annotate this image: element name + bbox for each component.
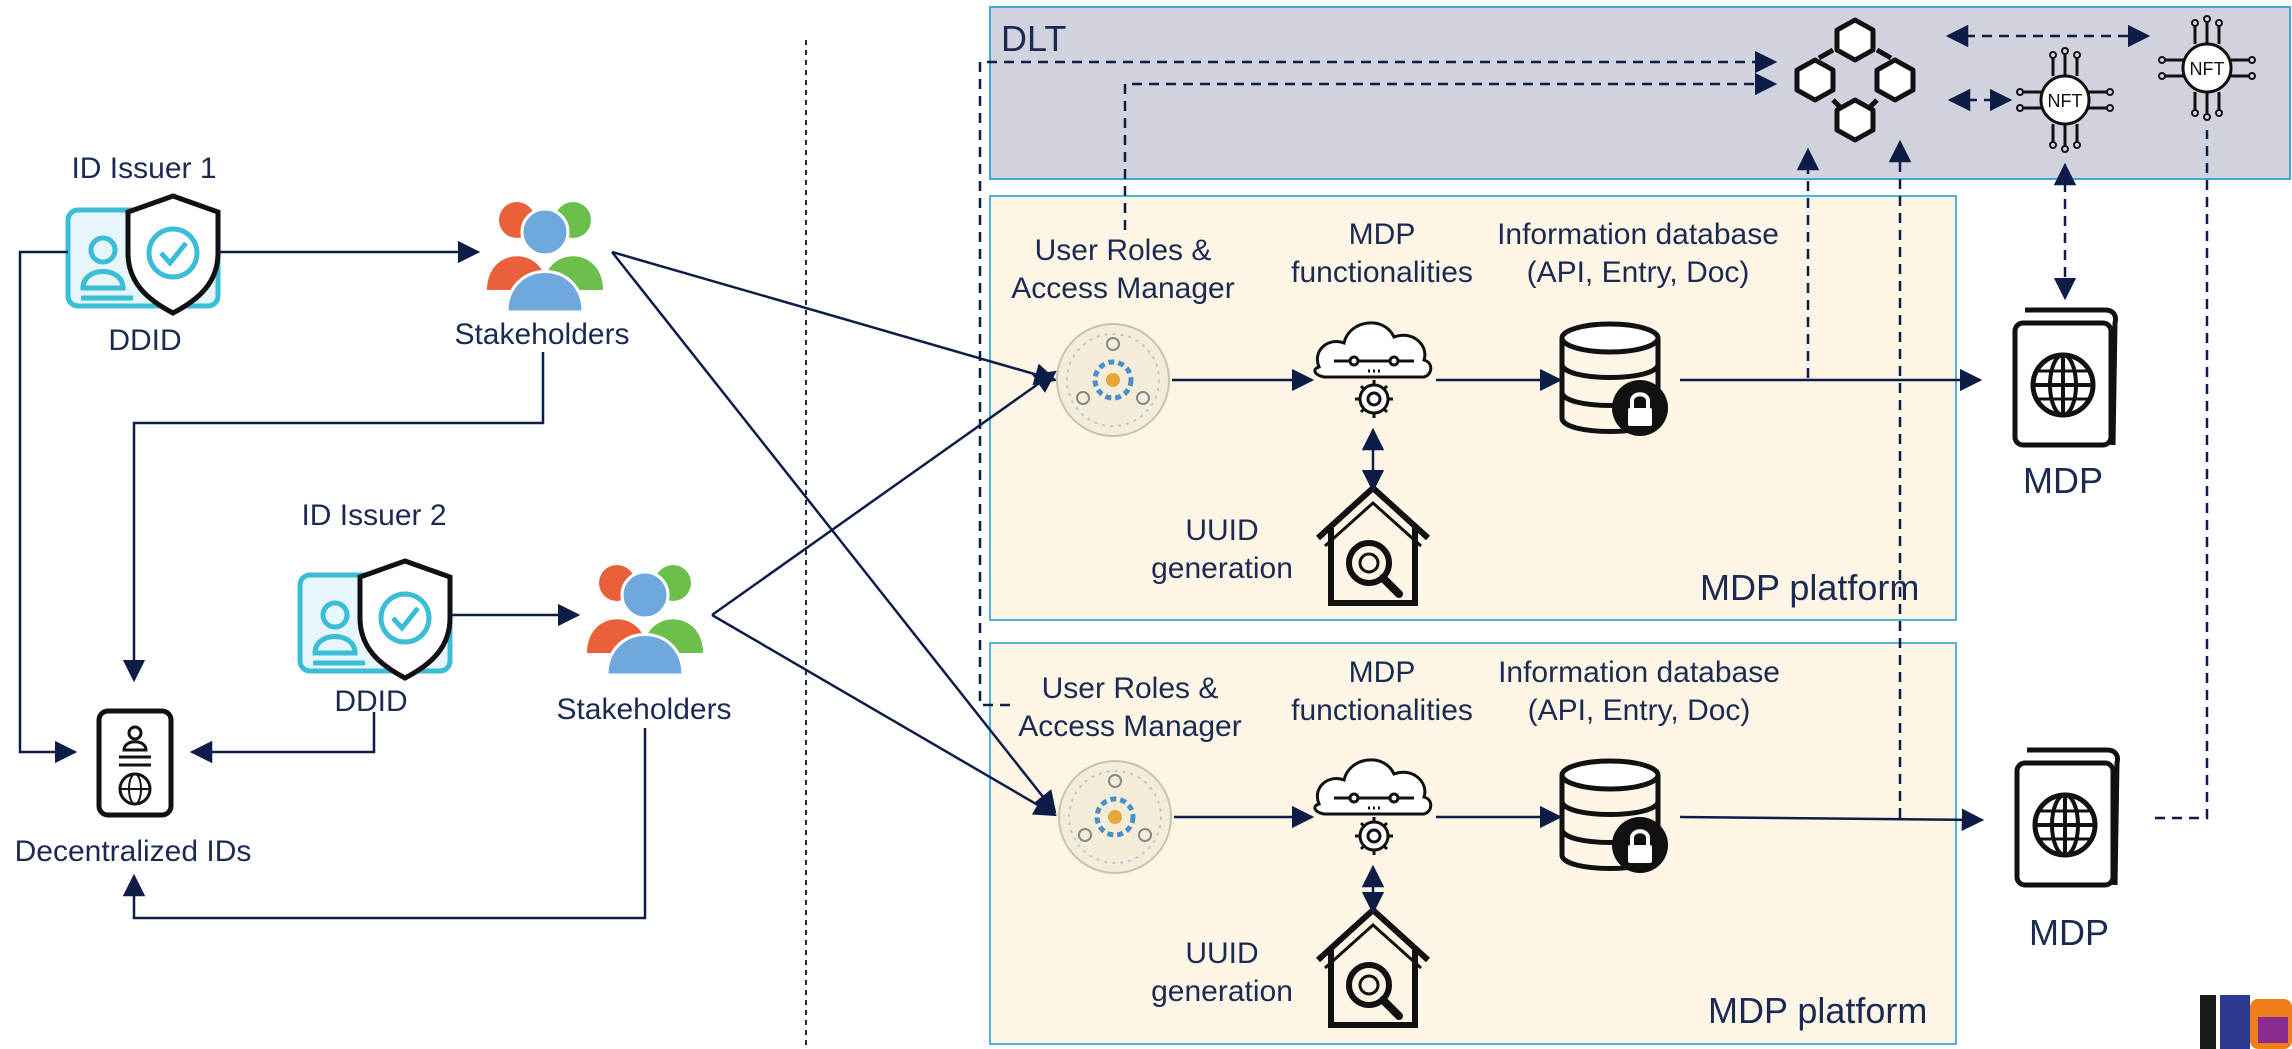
id-card-icon-2 <box>300 561 450 678</box>
mdp-label-2: MDP <box>2029 912 2109 953</box>
issuer1-to-decentralized <box>18 250 78 764</box>
roles-label-1b: Access Manager <box>1011 272 1235 305</box>
decentralized-id-icon <box>96 708 174 818</box>
stakeholders1-to-platform2 <box>611 251 1057 814</box>
uuid-label-2a: UUID <box>1185 937 1259 970</box>
platform-name-1: MDP platform <box>1700 567 1920 608</box>
passport-icon-2 <box>2017 750 2118 885</box>
decentralized-ids-label: Decentralized IDs <box>14 835 252 868</box>
roles-manager-icon-1 <box>1057 324 1169 436</box>
logo-mark <box>2200 995 2292 1049</box>
issuer2-caption: DDID <box>334 685 408 718</box>
issuer1-title: ID Issuer 1 <box>71 152 217 185</box>
database-label-1a: Information database <box>1497 218 1779 251</box>
roles-label-2b: Access Manager <box>1018 710 1242 743</box>
roles-label-1a: User Roles & <box>1034 234 1212 267</box>
functionalities-label-2a: MDP <box>1348 656 1416 689</box>
issuer2-title: ID Issuer 2 <box>301 499 447 532</box>
dlt-label: DLT <box>1001 18 1067 59</box>
stakeholders1-to-platform1 <box>611 250 1058 386</box>
stakeholders1-label: Stakeholders <box>454 318 630 351</box>
stakeholders-icon-1 <box>485 200 605 314</box>
id-card-icon-1 <box>68 196 218 313</box>
stakeholders2-to-platform1 <box>711 370 1057 617</box>
nft-label-1: NFT <box>2048 91 2083 111</box>
stakeholders1-to-decentralized <box>122 352 545 683</box>
functionalities-label-1b: functionalities <box>1291 256 1473 289</box>
nft-label-2: NFT <box>2190 59 2225 79</box>
issuer1-caption: DDID <box>108 324 182 357</box>
platform-name-2: MDP platform <box>1708 990 1928 1031</box>
stakeholders2-to-platform2 <box>711 613 1057 817</box>
database-label-2a: Information database <box>1498 656 1780 689</box>
mdp-label-1: MDP <box>2023 460 2103 501</box>
blockchain-icon <box>1794 17 1916 143</box>
issuer2-to-decentralized <box>189 712 376 764</box>
passport-icon-1 <box>2015 310 2116 445</box>
stakeholders2-label: Stakeholders <box>556 693 732 726</box>
uuid-label-1b: generation <box>1151 552 1293 585</box>
stakeholders2-to-decentralized <box>122 728 647 920</box>
roles-label-2a: User Roles & <box>1041 672 1219 705</box>
stakeholders-icon-2 <box>585 563 705 677</box>
dlt-link-mdp2-nft <box>2155 130 2209 820</box>
uuid-label-2b: generation <box>1151 975 1293 1008</box>
functionalities-label-2b: functionalities <box>1291 694 1473 727</box>
functionalities-label-1a: MDP <box>1348 218 1416 251</box>
database-label-2b: (API, Entry, Doc) <box>1527 694 1751 727</box>
roles-manager-icon-2 <box>1059 761 1171 873</box>
database-label-1b: (API, Entry, Doc) <box>1526 256 1750 289</box>
db-to-mdp-2 <box>1679 808 1985 832</box>
uuid-label-1a: UUID <box>1185 514 1259 547</box>
dlt-link-roles1 <box>1123 72 1778 230</box>
